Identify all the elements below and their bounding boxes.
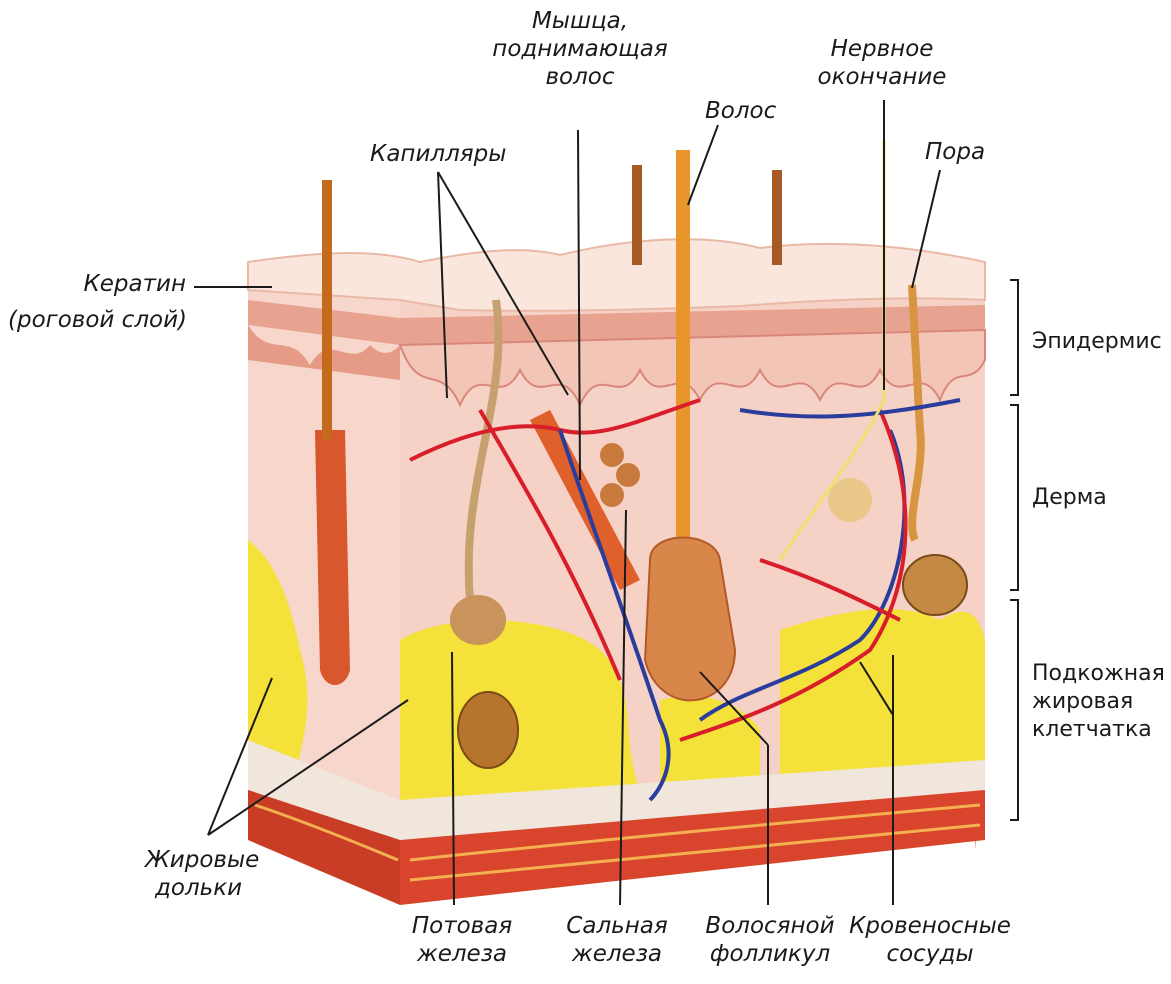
capillaries-label: Капилляры xyxy=(370,140,506,168)
hair-follicle-label: Волосяной фолликул xyxy=(705,912,834,968)
pore-label: Пора xyxy=(925,138,985,166)
left-hair-shaft xyxy=(322,180,332,440)
muscle-label-line-2: поднимающая xyxy=(492,35,667,63)
pore-label-line-1: Пора xyxy=(925,138,985,166)
dermis-label-text: Дерма xyxy=(1032,484,1107,512)
hair-label-line-1: Волос xyxy=(705,97,776,125)
epidermis-label: Эпидермис xyxy=(1032,328,1162,356)
keratin-label: Кератин xyxy=(83,270,186,298)
sweat-gland-label: Потовая железа xyxy=(412,912,512,968)
fat-lobules-label: Жировые дольки xyxy=(145,846,259,902)
muscle-label-line-3: волос xyxy=(492,63,667,91)
left-hair-follicle xyxy=(315,430,350,685)
keratin-label-line-1: Кератин xyxy=(83,270,186,298)
sebaceous-gland-label: Сальная железа xyxy=(566,912,667,968)
subcutaneous-label: Подкожная жировая клетчатка xyxy=(1032,660,1165,744)
main-hair-shaft xyxy=(676,150,690,570)
fat-lobules-label-line-1: Жировые xyxy=(145,846,259,874)
nerve-label-line-2: окончание xyxy=(818,63,947,91)
back-hair-1 xyxy=(632,165,642,265)
subcutaneous-label-line-2: жировая xyxy=(1032,688,1165,716)
fat-lobules-label-line-2: дольки xyxy=(145,874,259,902)
epidermis-label-text: Эпидермис xyxy=(1032,328,1162,356)
capillaries-label-line-1: Капилляры xyxy=(370,140,506,168)
nerve-ending-graphic xyxy=(828,478,872,522)
blood-vessels-label: Кровеносные сосуды xyxy=(849,912,1011,968)
sebaceous-gland-label-line-2: железа xyxy=(566,940,667,968)
blood-vessels-label-line-1: Кровеносные xyxy=(849,912,1011,940)
sebaceous-gland-label-line-1: Сальная xyxy=(566,912,667,940)
subcutaneous-label-line-1: Подкожная xyxy=(1032,660,1165,688)
nerve-label-line-1: Нервное xyxy=(818,35,947,63)
hair-follicle-label-line-2: фолликул xyxy=(705,940,834,968)
blood-vessels-label-line-2: сосуды xyxy=(849,940,1011,968)
muscle-label-line-1: Мышца, xyxy=(492,7,667,35)
keratin-sublabel: (роговой слой) xyxy=(8,306,187,334)
subcutaneous-label-line-3: клетчатка xyxy=(1032,716,1165,744)
nerve-ending-label: Нервное окончание xyxy=(818,35,947,91)
layer-brackets xyxy=(1010,280,1018,820)
back-hair-2 xyxy=(772,170,782,265)
hair-label: Волос xyxy=(705,97,776,125)
muscle-label: Мышца, поднимающая волос xyxy=(492,7,667,91)
dermis-label: Дерма xyxy=(1032,484,1107,512)
sweat-gland-label-line-1: Потовая xyxy=(412,912,512,940)
keratin-label-line-2: (роговой слой) xyxy=(8,306,187,334)
hair-follicle-label-line-1: Волосяной xyxy=(705,912,834,940)
sweat-gland-label-line-2: железа xyxy=(412,940,512,968)
